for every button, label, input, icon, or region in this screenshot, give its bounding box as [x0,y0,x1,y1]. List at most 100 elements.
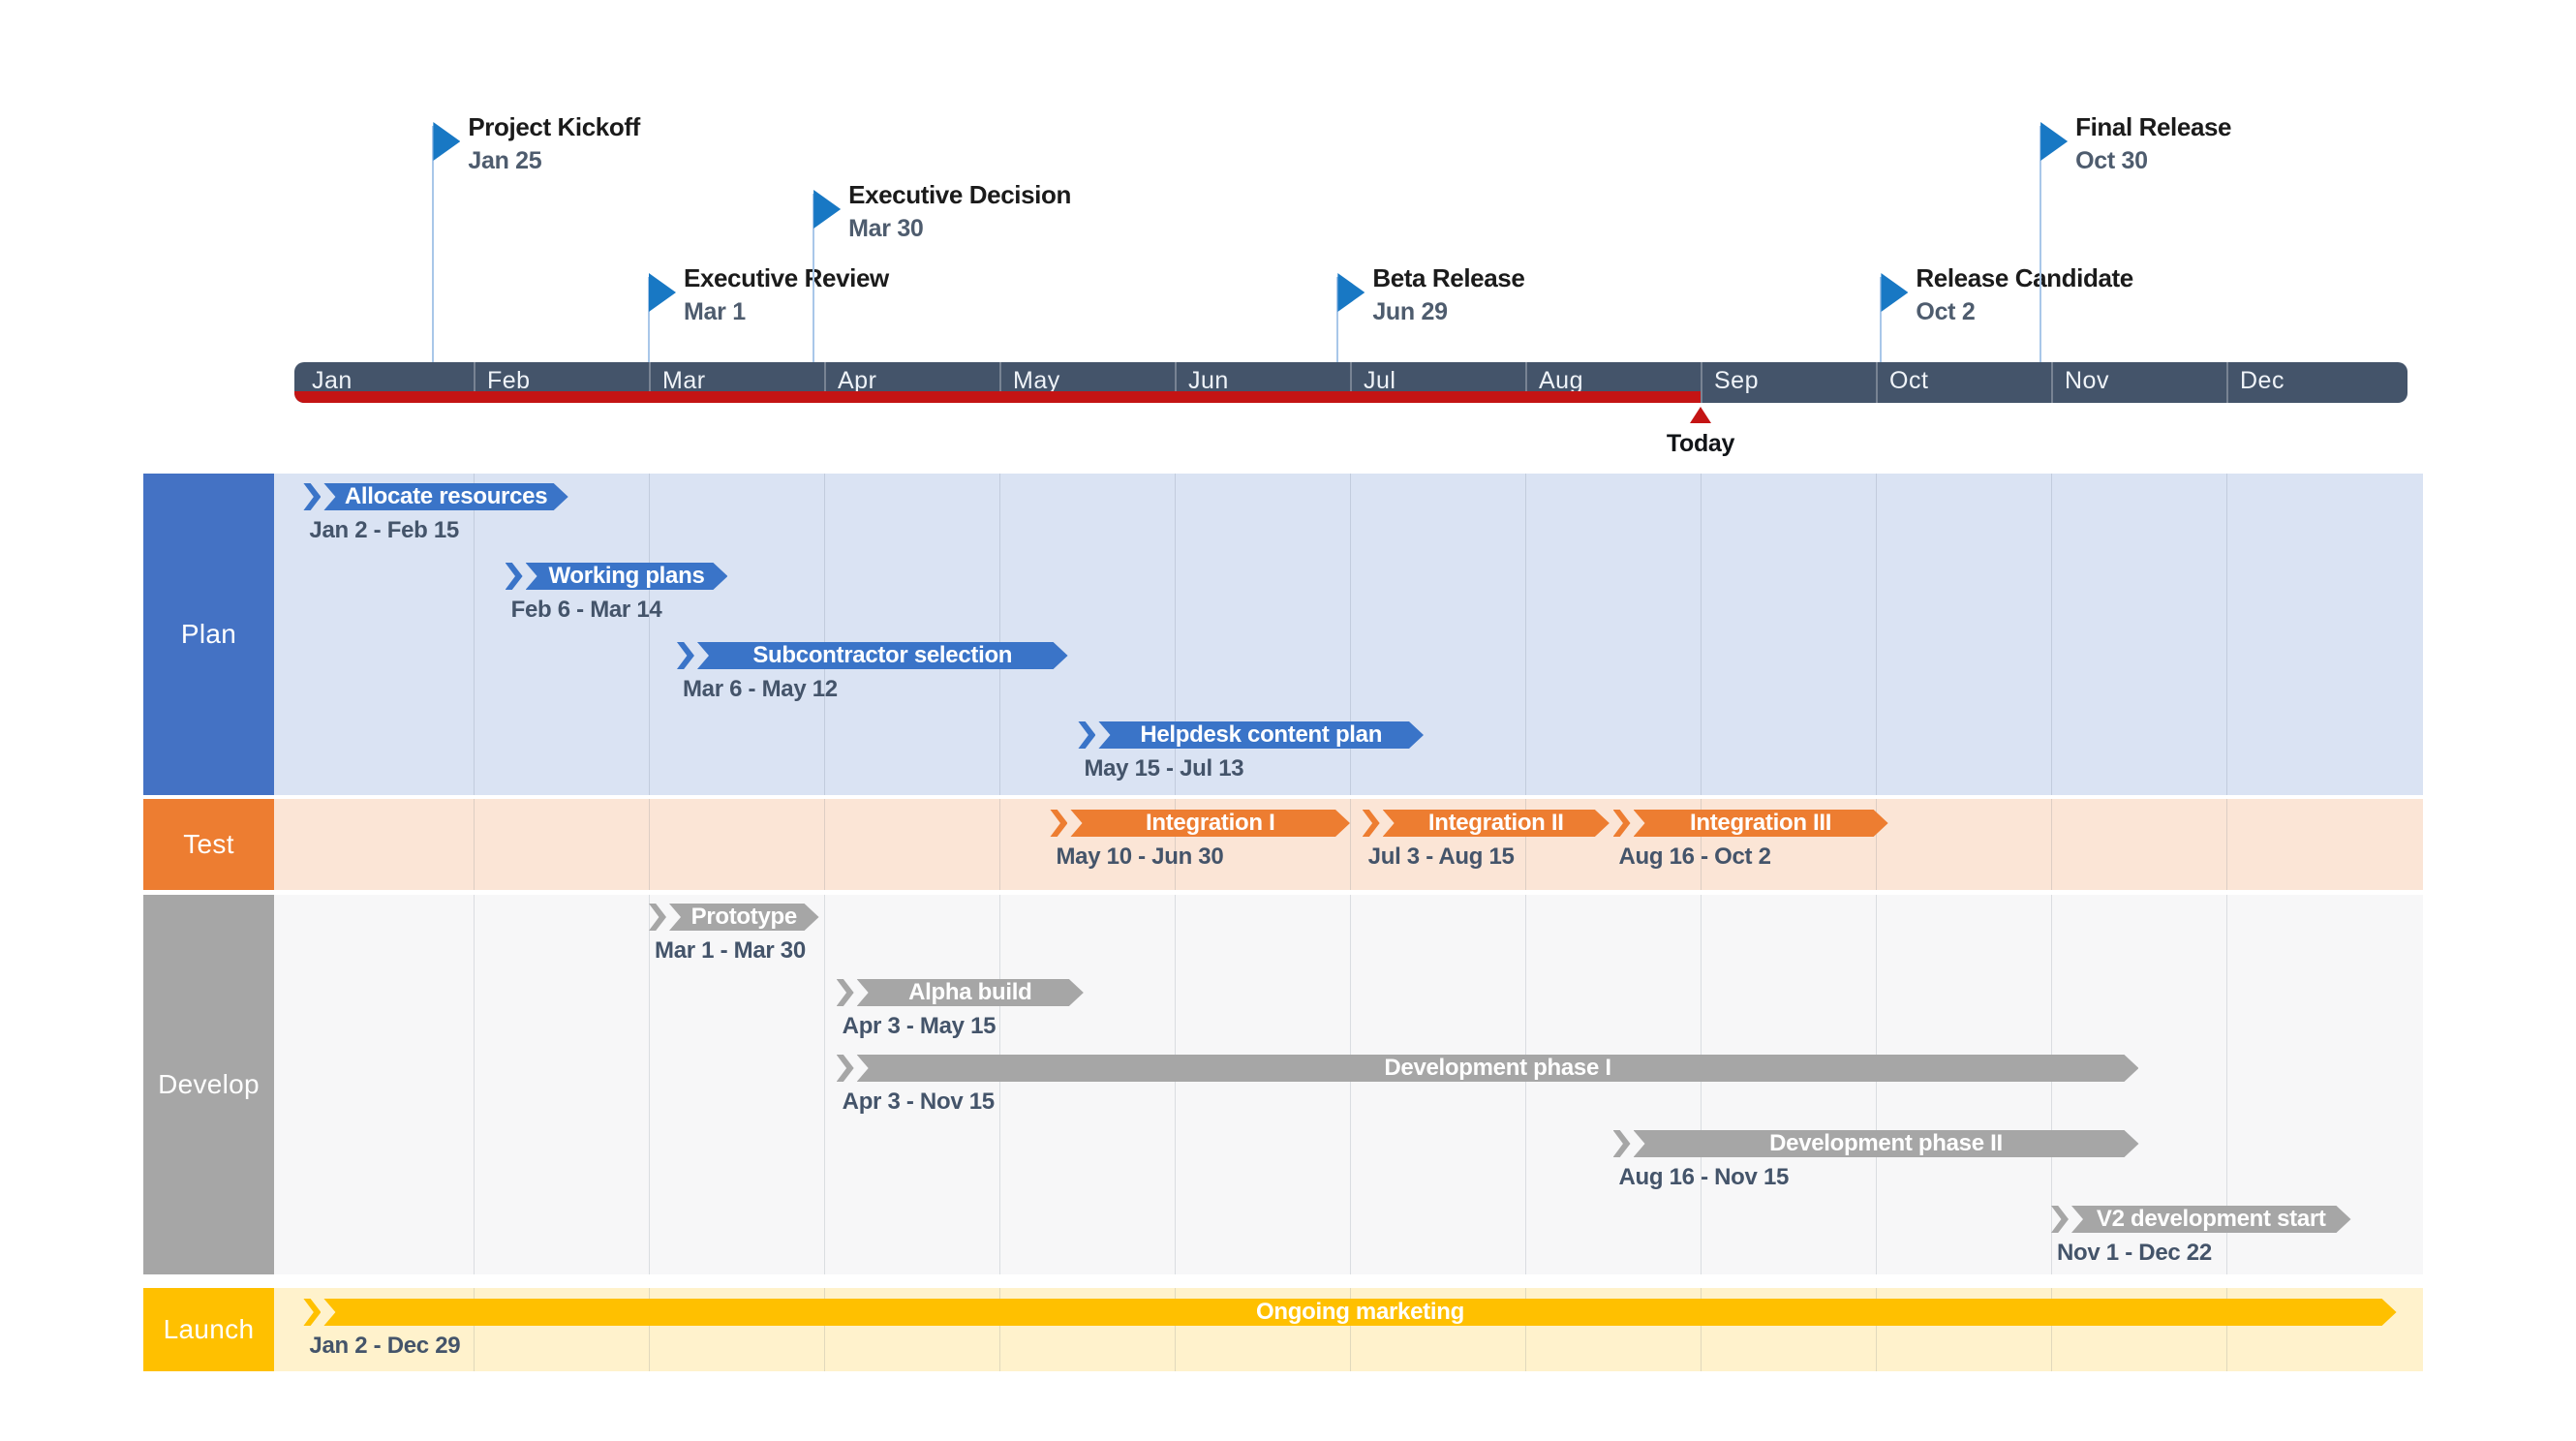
task-bar-body: Alpha build [857,979,1084,1006]
task-label: Integration I [1146,810,1275,836]
month-label: Dec [2240,367,2285,394]
task-bar[interactable]: Working plans [505,563,728,590]
month-gridline [2051,474,2052,795]
month-gridline [1701,895,1702,1274]
month-tick [474,362,475,403]
task-bar[interactable]: Development phase II [1612,1130,2139,1157]
month-gridline [1175,799,1176,890]
task-label: Development phase II [1769,1130,2003,1156]
month-gridline [649,895,650,1274]
task-bar-start-chevron-icon [836,1055,854,1082]
month-gridline [1876,799,1877,890]
month-gridline [824,799,825,890]
task-bar-start-chevron-icon [303,483,322,510]
milestone-pole [2039,126,2042,362]
month-label: Feb [487,367,531,394]
month-gridline [1350,895,1351,1274]
task-bar[interactable]: Helpdesk content plan [1078,721,1424,749]
month-gridline [1350,1288,1351,1371]
task-label: Alpha build [908,979,1032,1005]
month-gridline [1350,799,1351,890]
task-bar-start-chevron-icon [2051,1206,2069,1233]
month-gridline [1525,895,1526,1274]
month-gridline [2226,895,2227,1274]
month-label: Mar [662,367,706,394]
task-date-range: Aug 16 - Oct 2 [1618,843,1771,870]
month-label: Jan [312,367,353,394]
month-gridline [1175,1288,1176,1371]
task-bar-start-chevron-icon [676,642,694,669]
milestone-title: Executive Decision [848,180,1071,209]
month-gridline [1525,474,1526,795]
month-label: Jul [1364,367,1396,394]
task-bar[interactable]: Integration III [1612,810,1888,837]
lane-label-test[interactable]: Test [143,799,274,890]
month-tick [1175,362,1177,403]
milestone-pole [1880,277,1883,362]
task-label: Development phase I [1384,1055,1611,1081]
task-bar-body: Ongoing marketing [323,1299,2396,1326]
task-date-range: May 15 - Jul 13 [1084,755,1244,782]
task-bar[interactable]: Prototype [649,904,819,931]
task-bar[interactable]: Ongoing marketing [303,1299,2396,1326]
month-gridline [1350,474,1351,795]
task-label: Integration III [1689,810,1832,836]
month-gridline [2226,799,2227,890]
task-bar[interactable]: Integration II [1362,810,1610,837]
month-gridline [1525,799,1526,890]
today-marker-icon[interactable] [1690,407,1711,423]
month-gridline [1525,1288,1526,1371]
task-bar-start-chevron-icon [505,563,523,590]
milestone-pole [813,194,815,362]
task-label: V2 development start [2096,1206,2326,1232]
task-bar[interactable]: V2 development start [2051,1206,2351,1233]
milestone-title: Beta Release [1372,263,1525,292]
month-gridline [1175,474,1176,795]
milestone-date: Mar 30 [848,215,924,242]
task-bar-start-chevron-icon [649,904,666,931]
month-tick [824,362,826,403]
task-date-range: Aug 16 - Nov 15 [1618,1164,1790,1190]
task-date-range: Jan 2 - Dec 29 [309,1333,461,1359]
lane-label-plan[interactable]: Plan [143,474,274,795]
task-bar[interactable]: Alpha build [836,979,1084,1006]
task-bar-body: Prototype [669,904,819,931]
task-bar-start-chevron-icon [1612,1130,1631,1157]
task-label: Allocate resources [344,483,548,509]
month-gridline [2051,799,2052,890]
month-gridline [2051,895,2052,1274]
milestone-pole [648,277,650,362]
task-bar[interactable]: Allocate resources [303,483,567,510]
task-bar[interactable]: Integration I [1050,810,1350,837]
task-bar[interactable]: Development phase I [836,1055,2139,1082]
milestone-title: Executive Review [684,263,889,292]
month-gridline [649,799,650,890]
task-label: Helpdesk content plan [1140,721,1383,748]
month-gridline [1701,799,1702,890]
month-gridline [824,1288,825,1371]
task-bar-start-chevron-icon [836,979,854,1006]
milestone-date: Jun 29 [1372,298,1448,325]
task-date-range: May 10 - Jun 30 [1056,843,1224,870]
task-bar-body: Development phase I [857,1055,2139,1082]
month-gridline [999,799,1000,890]
task-label: Working plans [548,563,705,589]
month-label: Oct [1889,367,1929,394]
task-bar[interactable]: Subcontractor selection [676,642,1068,669]
month-gridline [1876,1288,1877,1371]
task-bar-start-chevron-icon [303,1299,322,1326]
task-bar-body: Development phase II [1634,1130,2139,1157]
lane-label-develop[interactable]: Develop [143,895,274,1274]
month-gridline [474,474,475,795]
month-gridline [649,1288,650,1371]
task-bar-body: Helpdesk content plan [1098,721,1424,749]
lane-label-launch[interactable]: Launch [143,1288,274,1371]
task-bar-body: Integration III [1634,810,1888,837]
month-tick [2226,362,2228,403]
month-gridline [999,1288,1000,1371]
month-gridline [474,799,475,890]
milestone-date: Jan 25 [468,147,542,174]
